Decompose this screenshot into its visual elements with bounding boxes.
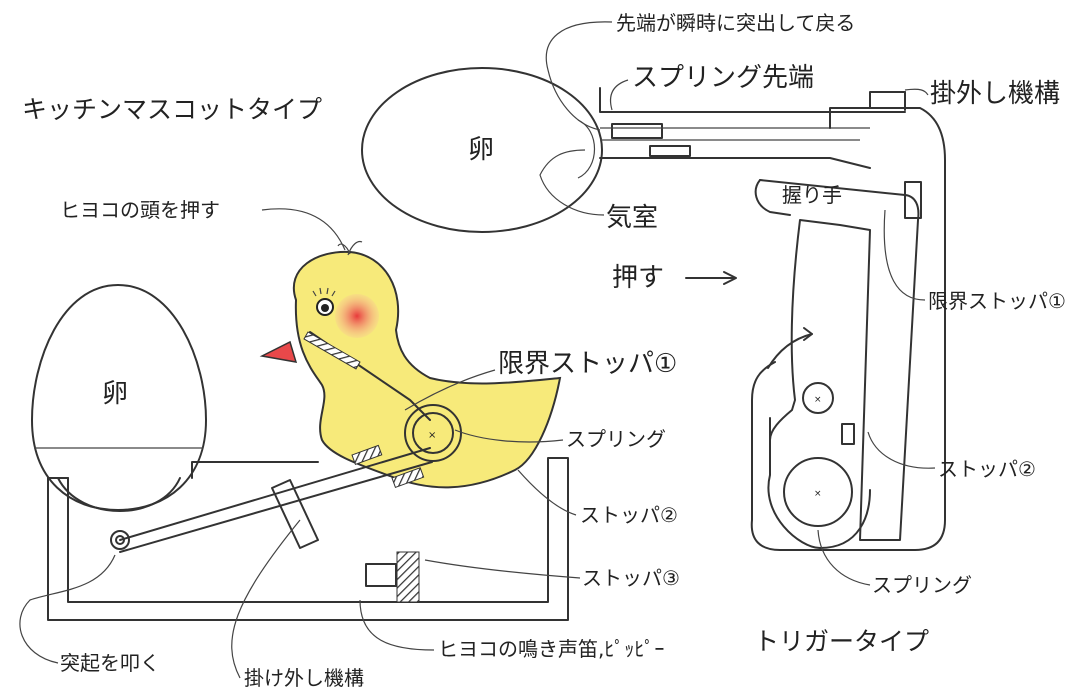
label-limit-stopper-left: 限界ストッパ① <box>498 349 677 379</box>
label-release-left: 掛け外し機構 <box>244 666 364 690</box>
label-strike: 突起を叩く <box>60 651 160 675</box>
label-limit-stopper-right: 限界ストッパ① <box>928 289 1066 313</box>
label-spring-right: スプリング <box>872 573 972 597</box>
label-spring-left: スプリング <box>566 427 666 451</box>
kitchen-stopper-2b <box>391 467 425 489</box>
kitchen-stopper-3 <box>365 551 420 603</box>
label-spring-tip: スプリング先端 <box>632 63 814 93</box>
label-air-cell: 気室 <box>606 203 658 233</box>
chick <box>259 240 562 489</box>
kitchen-push-rod <box>303 331 431 421</box>
label-tip-action: 先端が瞬時に突出して戻る <box>616 11 855 35</box>
trigger-grip-label: 握り手 <box>782 183 842 207</box>
trigger-title: トリガータイプ <box>754 627 929 656</box>
trigger-grip <box>754 179 920 541</box>
kitchen-egg-label: 卵 <box>102 379 128 409</box>
trigger-catch <box>904 181 922 219</box>
kitchen-stopper-2 <box>351 444 383 466</box>
trigger-spring-roller: × <box>767 417 871 549</box>
trigger-leaders <box>539 21 936 586</box>
label-stopper2-left: ストッパ② <box>580 503 678 527</box>
trigger-rod <box>599 87 906 169</box>
svg-text:×: × <box>814 395 822 405</box>
label-stopper3-left: ストッパ③ <box>582 566 680 590</box>
kitchen-title: キッチンマスコットタイプ <box>22 95 322 124</box>
svg-text:×: × <box>428 430 436 441</box>
kitchen-leaders <box>19 208 581 679</box>
label-release-right: 掛外し機構 <box>930 79 1060 109</box>
label-whistle: ヒヨコの鳴き声笛,ﾋﾟｯﾋﾟｰ <box>438 637 664 661</box>
label-stopper2-right: ストッパ② <box>938 457 1036 481</box>
label-push-head: ヒヨコの頭を押す <box>60 198 220 222</box>
kitchen-egg-cup <box>57 477 181 512</box>
label-push: 押す <box>612 263 664 293</box>
trigger-stopper-2 <box>841 423 855 445</box>
trigger-housing <box>750 91 946 551</box>
kitchen-release-hook <box>271 479 319 549</box>
kitchen-spring-roller: × <box>404 404 462 462</box>
trigger-egg-label: 卵 <box>468 135 494 165</box>
svg-text:×: × <box>814 489 822 499</box>
trigger-pivot: × <box>767 327 834 414</box>
chick-cheek <box>335 294 379 338</box>
chick-beak <box>259 340 298 363</box>
